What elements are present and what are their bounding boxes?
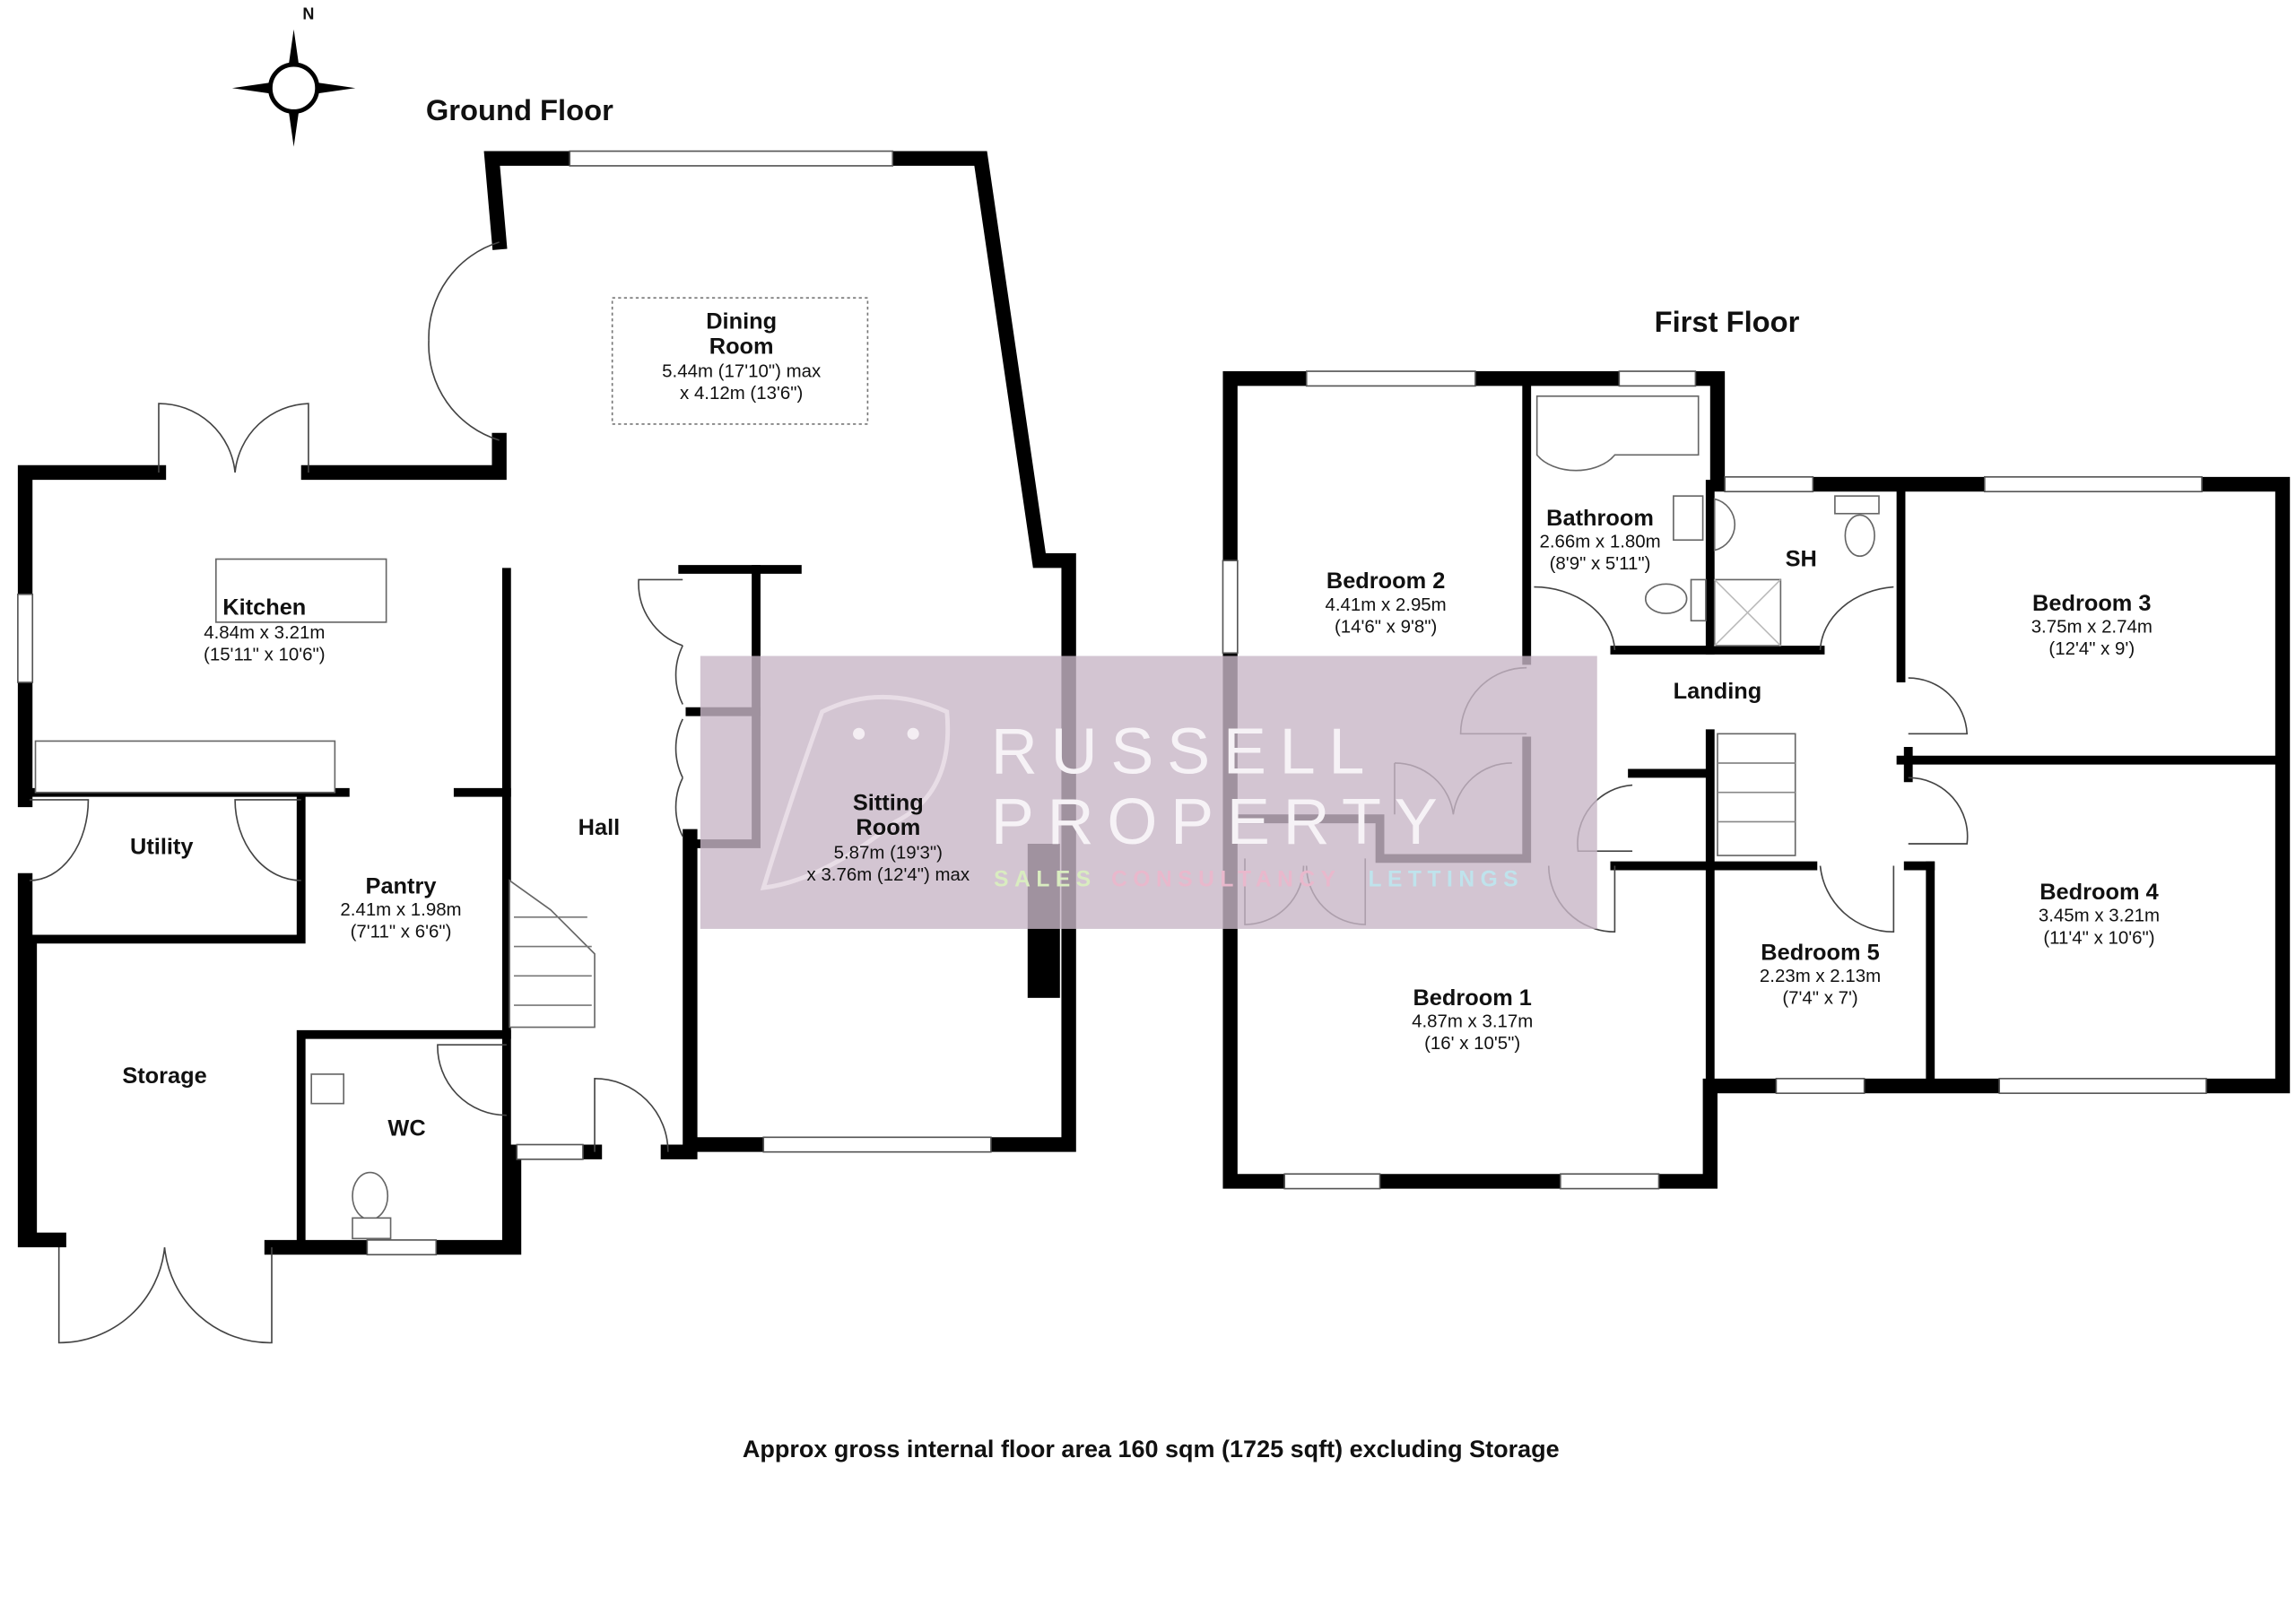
room-bedroom-3: Bedroom 33.75m x 2.74m(12'4" x 9')	[2031, 591, 2152, 659]
svg-text:Bedroom 5: Bedroom 5	[1761, 940, 1879, 965]
room-hall: Hall	[578, 815, 621, 840]
svg-text:3.75m x 2.74m: 3.75m x 2.74m	[2031, 616, 2152, 637]
svg-text:Sitting: Sitting	[853, 790, 924, 815]
ground-floor-title: Ground Floor	[426, 93, 613, 126]
watermark-line1: RUSSELL	[991, 716, 1378, 787]
svg-text:(12'4" x 9'): (12'4" x 9')	[2048, 638, 2135, 659]
svg-text:5.87m (19'3"): 5.87m (19'3")	[834, 842, 943, 863]
svg-text:2.41m x 1.98m: 2.41m x 1.98m	[340, 899, 461, 920]
svg-text:x 4.12m (13'6"): x 4.12m (13'6")	[680, 383, 803, 404]
room-bedroom-2: Bedroom 24.41m x 2.95m(14'6" x 9'8")	[1326, 568, 1447, 637]
first-floor-windows	[1222, 370, 2207, 1190]
svg-text:(16' x 10'5"): (16' x 10'5")	[1424, 1033, 1520, 1054]
svg-text:(7'4" x 7'): (7'4" x 7')	[1782, 987, 1857, 1008]
svg-text:Bedroom 1: Bedroom 1	[1413, 985, 1531, 1011]
first-floor-fixtures	[1535, 395, 1880, 856]
ground-floor-doors	[29, 241, 683, 1344]
room-storage: Storage	[122, 1063, 206, 1089]
svg-text:4.87m x 3.17m: 4.87m x 3.17m	[1412, 1011, 1533, 1032]
svg-text:5.44m (17'10") max: 5.44m (17'10") max	[662, 361, 821, 382]
first-floor-title: First Floor	[1655, 305, 1800, 338]
svg-text:Utility: Utility	[130, 834, 193, 859]
room-bedroom-4: Bedroom 43.45m x 3.21m(11'4" x 10'6")	[2039, 880, 2160, 948]
room-wc: WC	[387, 1116, 425, 1141]
first-floor-labels: Bedroom 24.41m x 2.95m(14'6" x 9'8") Bat…	[1326, 506, 2161, 1054]
svg-text:(14'6" x 9'8"): (14'6" x 9'8")	[1335, 616, 1437, 637]
svg-text:Kitchen: Kitchen	[222, 595, 306, 621]
svg-text:2.23m x 2.13m: 2.23m x 2.13m	[1760, 966, 1881, 986]
svg-text:Bedroom 3: Bedroom 3	[2032, 591, 2151, 616]
svg-text:x 3.76m (12'4") max: x 3.76m (12'4") max	[807, 864, 970, 885]
svg-text:Bedroom 2: Bedroom 2	[1326, 568, 1445, 594]
compass-north-label: N	[302, 4, 314, 22]
svg-text:Bedroom 4: Bedroom 4	[2039, 880, 2158, 905]
svg-text:Dining: Dining	[706, 309, 777, 334]
svg-text:Landing: Landing	[1674, 679, 1762, 704]
watermark-tag-consultancy: CONSULTANCY	[1111, 867, 1341, 891]
svg-text:2.66m x 1.80m: 2.66m x 1.80m	[1539, 531, 1660, 551]
svg-text:Pantry: Pantry	[366, 874, 437, 899]
room-bedroom-1: Bedroom 14.87m x 3.17m(16' x 10'5")	[1412, 985, 1533, 1054]
room-utility: Utility	[130, 834, 193, 859]
svg-text:SH: SH	[1786, 547, 1817, 572]
svg-text:Storage: Storage	[122, 1063, 206, 1089]
room-landing: Landing	[1674, 679, 1762, 704]
ground-floor-windows	[17, 150, 992, 1256]
svg-text:(15'11" x 10'6"): (15'11" x 10'6")	[204, 644, 326, 664]
svg-text:Room: Room	[856, 815, 920, 840]
compass-icon: N	[231, 4, 356, 147]
watermark-logo: RUSSELL PROPERTY SALES CONSULTANCY LETTI…	[700, 655, 1597, 929]
room-bedroom-5: Bedroom 52.23m x 2.13m(7'4" x 7')	[1760, 940, 1881, 1008]
svg-text:Hall: Hall	[578, 815, 621, 840]
svg-text:(11'4" x 10'6"): (11'4" x 10'6")	[2043, 927, 2154, 948]
svg-text:4.41m x 2.95m: 4.41m x 2.95m	[1326, 595, 1447, 615]
watermark-tag-lettings: LETTINGS	[1368, 867, 1524, 891]
svg-text:4.84m x 3.21m: 4.84m x 3.21m	[204, 622, 325, 643]
svg-text:(8'9" x 5'11"): (8'9" x 5'11")	[1550, 553, 1651, 574]
ground-floor-fixtures	[34, 297, 869, 1240]
svg-text:(7'11" x 6'6"): (7'11" x 6'6")	[351, 922, 452, 942]
svg-text:WC: WC	[387, 1116, 425, 1141]
watermark-tag-sales: SALES	[994, 867, 1097, 891]
watermark-line2: PROPERTY	[991, 786, 1451, 858]
floor-area-footer: Approx gross internal floor area 160 sqm…	[743, 1436, 1560, 1462]
room-shower: SH	[1786, 547, 1817, 572]
svg-text:3.45m x 3.21m: 3.45m x 3.21m	[2039, 906, 2160, 926]
svg-text:Room: Room	[709, 334, 774, 359]
svg-text:Bathroom: Bathroom	[1546, 506, 1654, 531]
